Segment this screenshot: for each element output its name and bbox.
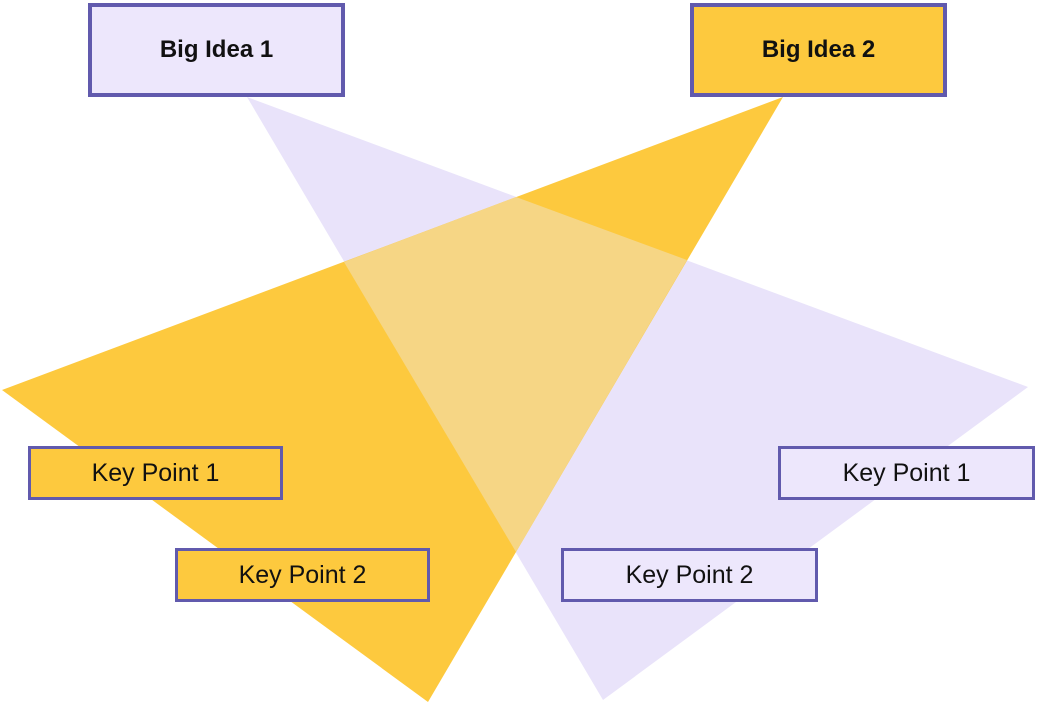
- key-point-2-left-label: Key Point 2: [238, 560, 367, 589]
- key-point-1-left-box[interactable]: Key Point 1: [28, 446, 283, 500]
- big-idea-1-box[interactable]: Big Idea 1: [88, 3, 345, 97]
- beam-overlap-region: [344, 197, 687, 552]
- key-point-2-left-box[interactable]: Key Point 2: [175, 548, 430, 602]
- big-idea-1-label: Big Idea 1: [159, 36, 274, 63]
- big-idea-2-label: Big Idea 2: [761, 36, 876, 63]
- key-point-2-center-box[interactable]: Key Point 2: [561, 548, 818, 602]
- key-point-1-left-label: Key Point 1: [91, 458, 220, 487]
- key-point-1-right-label: Key Point 1: [842, 458, 971, 487]
- big-idea-2-box[interactable]: Big Idea 2: [690, 3, 947, 97]
- key-point-2-center-label: Key Point 2: [625, 560, 754, 589]
- key-point-1-right-box[interactable]: Key Point 1: [778, 446, 1035, 500]
